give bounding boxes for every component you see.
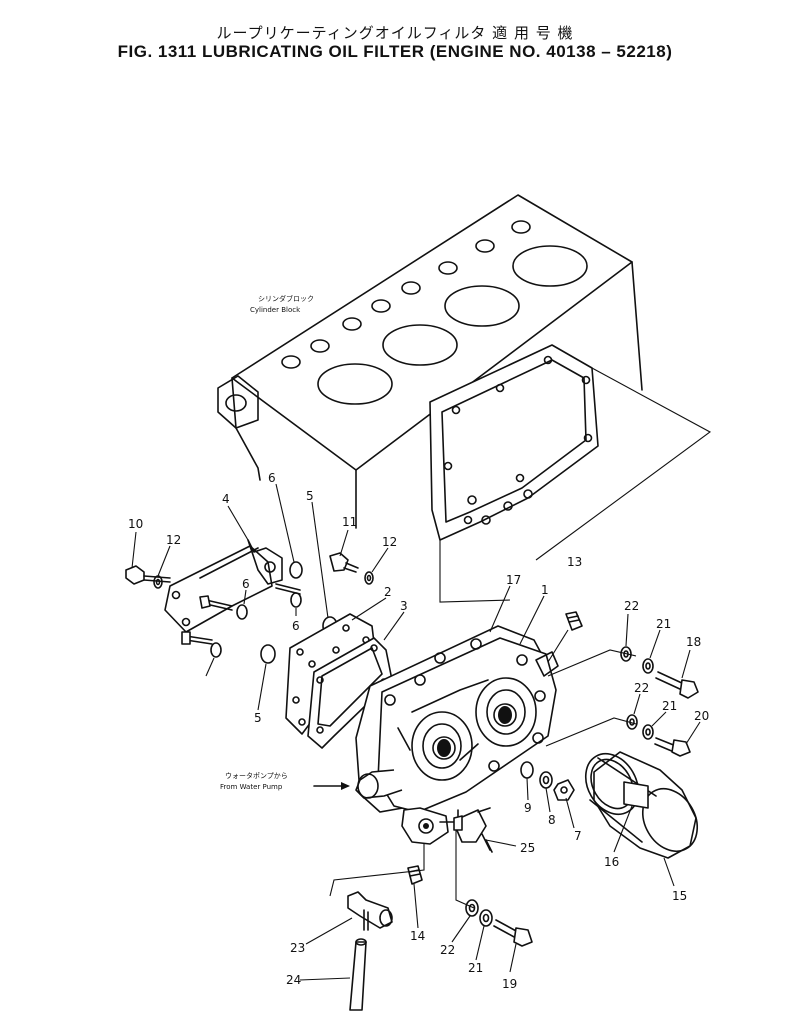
callout-21: 21 (468, 961, 483, 975)
callout-8: 8 (548, 813, 556, 827)
block-mounting-pad (429, 344, 599, 541)
callout-5: 5 (254, 711, 262, 725)
callout-5: 5 (306, 489, 314, 503)
callout-10: 10 (128, 517, 143, 531)
figure-title: FIG. 1311 LUBRICATING OIL FILTER (ENGINE… (117, 42, 673, 61)
washer-12-right (364, 571, 374, 585)
callout-14: 14 (410, 929, 425, 943)
water-pump-note-jp: ウォータポンプから (225, 771, 288, 780)
bolt-10 (125, 565, 171, 585)
gasket-3 (307, 637, 393, 749)
filter-label-16 (623, 781, 649, 809)
callout-15: 15 (672, 889, 687, 903)
callout-17: 17 (506, 573, 521, 587)
callout-9: 9 (524, 801, 532, 815)
filter-head (355, 637, 559, 845)
callout-1: 1 (541, 583, 549, 597)
callout-24: 24 (286, 973, 301, 987)
washer-21-lower (642, 724, 654, 740)
washer-21-upper (642, 658, 654, 674)
leader-13 (547, 629, 569, 663)
washer-22-bottom (465, 899, 479, 917)
callout-7: 7 (574, 829, 582, 843)
nut-7 (553, 779, 575, 801)
callout-3: 3 (400, 599, 408, 613)
callout-20: 20 (694, 709, 709, 723)
callout-22: 22 (624, 599, 639, 613)
bolt-19 (493, 919, 533, 947)
callout-2: 2 (384, 585, 392, 599)
callout-numbers: 10 12 4 6 5 11 12 6 6 5 2 3 17 1 13 22 2… (128, 471, 709, 991)
water-pump-arrowhead (341, 782, 350, 790)
callout-19: 19 (502, 977, 517, 991)
water-pump-note: From Water Pump (220, 783, 283, 791)
bolt-18 (655, 671, 699, 699)
alignment-line-lower-left (329, 844, 425, 897)
cylinder-block-label: Cylinder Block (250, 306, 301, 314)
connector-23 (347, 891, 393, 931)
leader-lines (131, 483, 701, 981)
alignment-line-left (439, 540, 511, 603)
callout-4: 4 (222, 492, 230, 506)
bolt-20 (654, 737, 691, 757)
oil-pipe (164, 539, 283, 633)
title-japanese: ループリケーティングオイルフィルタ 適 用 号 機 (216, 24, 574, 42)
callout-21: 21 (656, 617, 671, 631)
callout-21: 21 (662, 699, 677, 713)
switch-25 (439, 807, 493, 853)
washer-22-lower (626, 714, 638, 730)
washer-22-upper (620, 646, 632, 662)
cylinder-block-label-jp: シリンダブロック (258, 294, 314, 303)
plug-14 (407, 865, 423, 885)
alignment-line-right-lower (545, 717, 637, 747)
callout-6: 6 (268, 471, 276, 485)
pipe-24 (349, 938, 367, 1011)
callout-6: 6 (292, 619, 300, 633)
plug-13 (565, 611, 583, 631)
cylinder-block: シリンダブロック Cylinder Block (217, 194, 643, 529)
alignment-line-lower-right (455, 830, 475, 909)
callout-22: 22 (440, 943, 455, 957)
callout-25: 25 (520, 841, 535, 855)
callout-11: 11 (342, 515, 357, 529)
washer-8 (539, 771, 553, 789)
callout-23: 23 (290, 941, 305, 955)
callout-12: 12 (382, 535, 397, 549)
bolts-pipe-flange (181, 583, 301, 645)
callout-13: 13 (567, 555, 582, 569)
callout-12: 12 (166, 533, 181, 547)
washer-9 (520, 761, 534, 779)
alignment-line-top (535, 367, 712, 561)
callout-6: 6 (242, 577, 250, 591)
bolt-11 (329, 552, 359, 573)
callout-22: 22 (634, 681, 649, 695)
washer-21-bottom (479, 909, 493, 927)
callout-16: 16 (604, 855, 619, 869)
callout-18: 18 (686, 635, 701, 649)
alignment-line-right-upper (547, 649, 637, 677)
